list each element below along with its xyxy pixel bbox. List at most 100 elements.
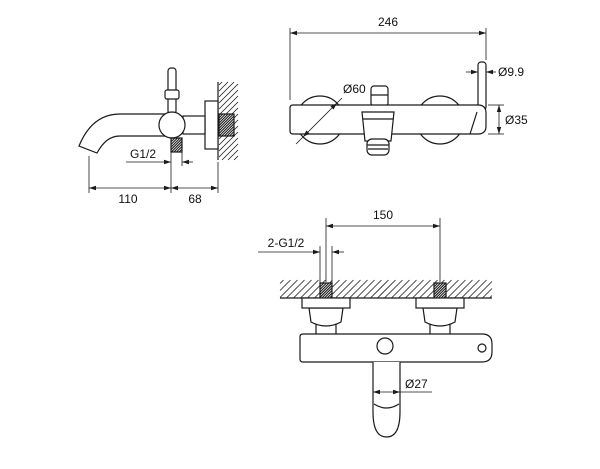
escutcheon-flange [204,100,219,150]
hatch-line [279,279,284,284]
hatch-line [279,279,291,291]
arrowhead [479,30,486,36]
spout-side [78,113,167,154]
hatch-line [349,279,368,299]
escutcheon-diameter-label: Ø60 [343,82,366,96]
arrowhead [89,185,96,191]
arrowhead [486,69,493,75]
hatch-line [218,113,226,121]
spout-bend-line [373,403,400,409]
arrowhead [164,159,171,165]
body-arm [182,115,206,135]
hatch-line [433,284,447,298]
hatch-line [170,138,183,151]
hatch-line [356,279,375,299]
hatch-line [170,137,178,145]
hatch-line [229,131,235,137]
wall-connector-outline [218,113,235,137]
inlet-thread [170,137,183,153]
hatch-line [433,282,447,296]
hatch-line [218,81,229,92]
inlet-spacing-label: 150 [373,208,393,222]
hatch-line [218,81,235,98]
arrowhead [290,30,297,36]
spout-diameter-label: Ø27 [405,377,428,391]
arrowhead [171,185,178,191]
arrowhead [496,105,502,112]
mixer-body-plan [299,333,493,363]
inlet-thread-label: G1/2 [130,147,156,161]
spout-projection-label: 110 [118,192,137,206]
hatch-line [221,143,239,161]
hatch-line [218,137,239,158]
spout-aerator [366,138,390,156]
hatch-line [370,279,389,299]
inlet-thread-outline [170,137,183,153]
wall-connector-fill [219,114,234,136]
hatch-line [218,113,232,127]
hatch-line [221,123,235,137]
hatch-line [398,279,417,299]
hatch-line [279,279,298,298]
body-diameter-label: Ø35 [505,113,528,127]
hatch-line [434,287,447,300]
hatch-line [218,113,224,119]
lever-tip [477,343,487,353]
arrowhead [496,127,502,134]
hatch-line [454,279,473,299]
arrowhead [182,159,189,165]
hatch-line [433,282,441,290]
arrowhead [326,223,333,229]
escutcheon-flange-left [301,297,351,309]
inlet-thread-hatching [170,137,183,153]
hatch-line [170,140,183,153]
lever-hub-edge [469,111,478,135]
hatch-line [319,282,330,293]
front-view-arrowheads [290,30,502,137]
arrowhead [373,389,380,395]
hatch-line [218,83,239,104]
side-view-arrowheads [89,159,218,191]
hatch-line [218,118,235,134]
hatch-line [218,95,239,116]
hatch-line [300,279,319,299]
hatch-line [363,279,382,299]
hatch-line [233,155,239,161]
inlet-thread-fill [171,138,182,152]
spout-front [361,111,395,142]
wall-offset-label: 68 [188,192,202,206]
plan-view-arrowheads [313,223,440,395]
hatch-line [173,143,183,153]
arrowhead [393,389,400,395]
hatch-line [320,287,333,300]
wall-connector-left [319,282,333,300]
spout-plan [372,362,401,438]
wall-connector [218,113,235,137]
lever-handle [477,61,487,111]
hatch-line [223,125,235,137]
hatch-line [319,282,333,296]
hatch-line [335,279,354,299]
hatch-line [461,279,480,299]
hatch-line [342,279,361,299]
arrowhead [211,185,218,191]
overall-width-label: 246 [378,15,398,29]
diverter-knob [370,85,389,107]
escutcheon-cup-right [422,307,458,327]
wall-connector-right [433,282,447,300]
escutcheon-flange-right [415,297,465,309]
hatch-line [475,281,493,299]
arrowhead [303,130,310,137]
diverter-knob-plan [376,337,394,355]
hatch-line [176,146,183,153]
hatch-line [319,282,327,290]
hatch-line [447,279,466,299]
hatch-line [482,288,493,299]
inlet-thread-label: 2-G1/2 [268,236,305,250]
hatch-line [170,137,181,148]
arrowhead [164,185,171,191]
hatch-line [218,115,235,132]
hatch-line [218,120,235,137]
